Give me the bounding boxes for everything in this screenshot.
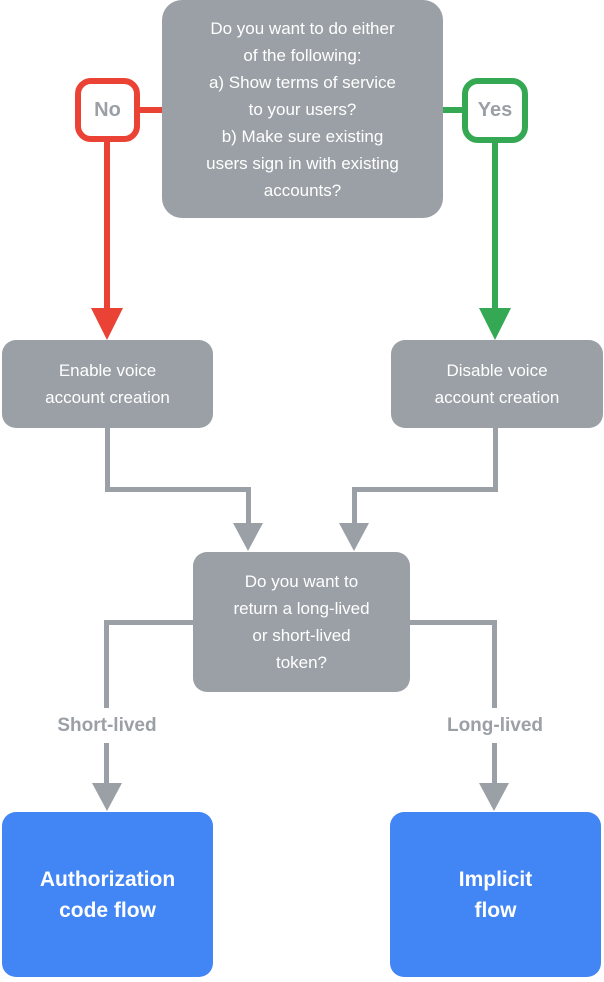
disable-voice-account-creation-node: Disable voice account creation <box>391 340 603 428</box>
connector-branch-right-horizontal <box>407 620 497 625</box>
no-arrowhead-icon <box>91 308 123 340</box>
connector-merge-left-horizontal <box>105 487 251 492</box>
no-badge: No <box>75 78 140 142</box>
connector-merge-right-down <box>352 487 357 526</box>
implicit-flow-text: Implicit flow <box>458 867 533 922</box>
enable-node-text: Enable voice account creation <box>45 361 170 407</box>
long-lived-label-text: Long-lived <box>446 714 544 736</box>
token-question-text: Do you want to return a long-lived or sh… <box>233 572 370 672</box>
connector-yes-vertical <box>492 141 498 310</box>
yes-arrowhead-icon <box>479 308 511 340</box>
connector-no-horizontal <box>138 107 164 113</box>
connector-branch-left-horizontal <box>104 620 195 625</box>
root-question-node: Do you want to do either of the followin… <box>162 0 443 218</box>
connector-branch-left-down <box>104 620 109 786</box>
connector-no-vertical <box>104 140 110 310</box>
connector-disable-down <box>493 428 498 492</box>
authorization-code-flow-text: Authorization code flow <box>39 867 176 922</box>
root-question-text: Do you want to do either of the followin… <box>206 18 399 200</box>
connector-merge-right-horizontal <box>352 487 498 492</box>
merge-left-arrowhead-icon <box>233 523 263 551</box>
token-question-node: Do you want to return a long-lived or sh… <box>193 552 410 692</box>
enable-voice-account-creation-node: Enable voice account creation <box>2 340 213 428</box>
authorization-code-flow-node: Authorization code flow <box>2 812 213 977</box>
connector-yes-horizontal <box>441 107 464 113</box>
yes-badge: Yes <box>462 78 528 143</box>
short-lived-label-text: Short-lived <box>57 714 157 736</box>
no-badge-label: No <box>94 98 121 121</box>
connector-branch-right-down <box>492 620 497 786</box>
long-lived-branch-label: Long-lived <box>410 708 580 743</box>
yes-badge-label: Yes <box>477 99 513 121</box>
short-lived-branch-label: Short-lived <box>22 708 192 743</box>
short-lived-arrowhead-icon <box>92 783 122 811</box>
long-lived-arrowhead-icon <box>479 783 509 811</box>
implicit-flow-node: Implicit flow <box>390 812 601 977</box>
merge-right-arrowhead-icon <box>339 523 369 551</box>
connector-merge-left-down <box>246 487 251 526</box>
disable-node-text: Disable voice account creation <box>434 361 560 407</box>
connector-enable-down <box>105 428 110 492</box>
